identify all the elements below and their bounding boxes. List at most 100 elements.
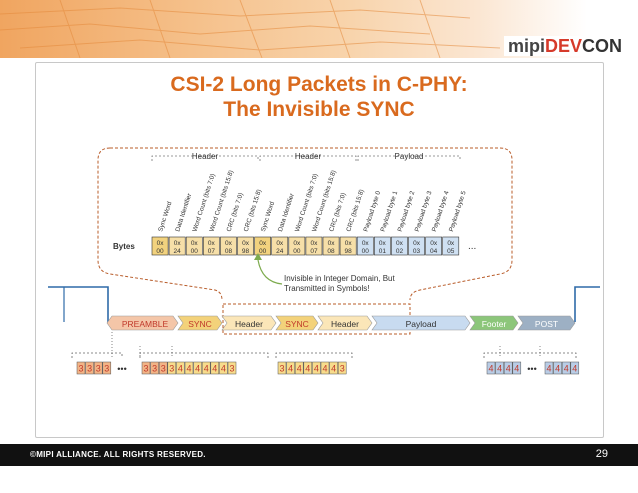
symbol-value: 4	[488, 364, 493, 374]
symbol-value: 3	[96, 364, 101, 374]
symbol-value: 3	[229, 364, 234, 374]
byte-cell-box	[168, 236, 186, 256]
callout-left-line	[97, 147, 223, 301]
byte-value: 00	[156, 248, 164, 255]
footer-bar: ©MIPI ALLIANCE. ALL RIGHTS RESERVED. 29	[0, 444, 638, 466]
symbol-box	[495, 361, 504, 375]
byte-prefix: 0x	[157, 240, 165, 247]
symbol-box	[210, 361, 220, 375]
byte-prefix: 0x	[345, 240, 353, 247]
byte-prefix: 0x	[225, 240, 233, 247]
byte-prefix: 0x	[174, 240, 182, 247]
symbol-box	[553, 361, 562, 375]
symbol: 4	[219, 361, 228, 375]
symbol-box	[294, 361, 304, 375]
symbol-value: 4	[546, 364, 551, 374]
segment-shape	[517, 315, 576, 331]
symbol-value: 4	[497, 364, 502, 374]
symbol: 4	[495, 361, 504, 375]
symbol: 3	[277, 361, 287, 375]
segment-sync: SYNC	[275, 315, 319, 331]
byte-value: 08	[225, 248, 233, 255]
slide-title: CSI-2 Long Packets in C-PHY: The Invisib…	[0, 72, 638, 122]
annotation-line-1: Invisible in Integer Domain, But	[284, 274, 396, 283]
segment-post: POST	[517, 315, 576, 331]
byte-cell-box	[322, 236, 340, 256]
header-banner: mipiDEVCON	[0, 0, 638, 58]
timing-ticks	[111, 332, 541, 358]
symbol: 3	[85, 361, 94, 375]
symbol: 4	[570, 361, 580, 375]
section-label-header-1: Header	[192, 152, 219, 161]
byte-prefix: 0x	[447, 240, 455, 247]
byte-cell-box	[271, 236, 289, 256]
segment-shape	[106, 315, 179, 331]
byte-value: 98	[345, 248, 353, 255]
symbol-value: 4	[212, 364, 217, 374]
symbol: 3	[102, 361, 112, 375]
segment-footer: Footer	[469, 315, 519, 331]
symbol-box	[227, 361, 237, 375]
field-label: Payload byte 4	[431, 190, 451, 233]
symbol: 4	[286, 361, 295, 375]
copyright-text: ©MIPI ALLIANCE. ALL RIGHTS RESERVED.	[30, 450, 206, 459]
byte-prefix: 0x	[276, 240, 284, 247]
segment-shape	[469, 315, 519, 331]
byte-cell-box	[442, 236, 460, 256]
symbol: 4	[201, 361, 211, 375]
symbol-value: 4	[305, 364, 310, 374]
byte-cell-box	[254, 236, 272, 256]
symbol-ellipsis: •••	[117, 364, 126, 374]
segment-header: Header	[317, 315, 373, 331]
symbol: 4	[503, 361, 513, 375]
symbol-box	[561, 361, 571, 375]
field-label: Payload byte 1	[380, 190, 400, 233]
field-label: Payload byte 5	[448, 190, 468, 233]
symbol: 4	[210, 361, 220, 375]
symbol-box	[141, 361, 151, 375]
symbol-value: 3	[340, 364, 345, 374]
symbol: 4	[329, 361, 338, 375]
symbol-box	[486, 361, 496, 375]
symbol-value: 4	[331, 364, 336, 374]
symbol-box	[277, 361, 287, 375]
segment-label: Header	[235, 319, 263, 329]
byte-prefix: 0x	[311, 240, 319, 247]
byte-value: 24	[276, 248, 284, 255]
symbol-value: 4	[514, 364, 519, 374]
symbol-box	[184, 361, 194, 375]
symbol: 3	[227, 361, 237, 375]
symbol-value: 4	[204, 364, 209, 374]
field-label: Payload byte 3	[414, 190, 434, 233]
byte-cell-box	[288, 236, 306, 256]
symbol: 4	[193, 361, 202, 375]
annotation-arrow	[257, 259, 283, 285]
mipi-devcon-logo: mipiDEVCON	[503, 36, 626, 56]
symbol-box	[286, 361, 295, 375]
symbol: 4	[561, 361, 571, 375]
byte-value: 01	[379, 248, 387, 255]
byte-cell-box	[220, 236, 237, 256]
symbol-box	[102, 361, 112, 375]
symbol-box	[93, 361, 103, 375]
byte-prefix: 0x	[191, 240, 199, 247]
symbol-box	[329, 361, 338, 375]
field-label: CRC (bits 15:8)	[243, 189, 263, 233]
segment-shape	[221, 315, 277, 331]
byte-cell-box	[237, 236, 254, 256]
segment-label: Header	[331, 319, 359, 329]
symbol: 4	[184, 361, 194, 375]
byte-value: 98	[242, 248, 250, 255]
